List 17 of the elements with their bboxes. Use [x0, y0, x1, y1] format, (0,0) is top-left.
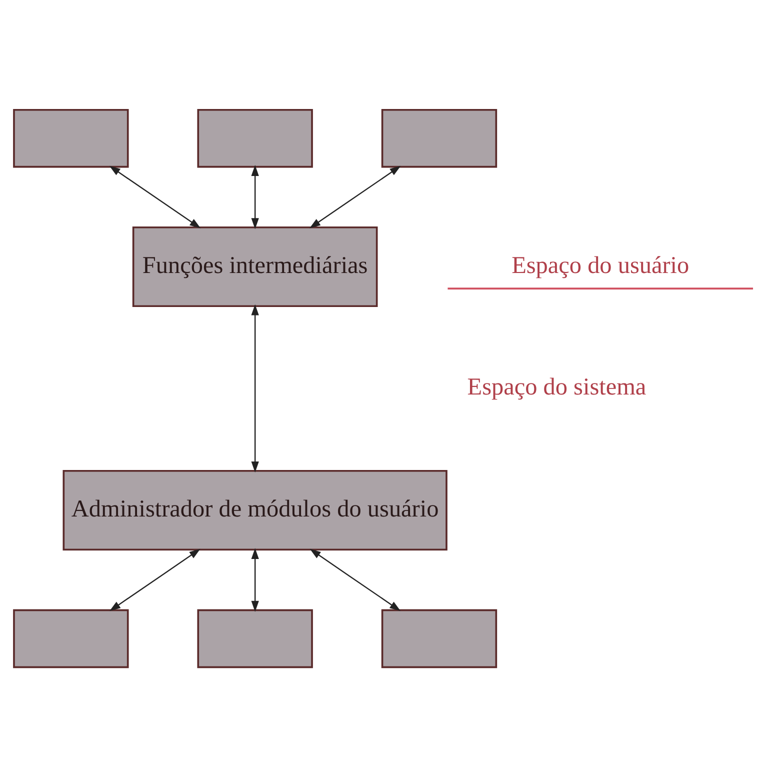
- arrow: [250, 304, 258, 472]
- node-box: [196, 608, 312, 668]
- node-box: [12, 108, 128, 168]
- arrow: [250, 164, 258, 229]
- arrow: [108, 165, 200, 228]
- node-box: Funções intermediárias: [132, 226, 378, 307]
- node-box: [380, 108, 497, 168]
- node-box: [196, 108, 312, 168]
- node-box: [380, 608, 497, 668]
- arrow: [250, 548, 258, 612]
- node-box: [12, 608, 128, 668]
- arrow: [109, 548, 200, 611]
- arrow: [309, 548, 400, 611]
- arrow: [309, 165, 400, 228]
- label: Espaço do usuário: [511, 251, 689, 278]
- node-box: Administrador de módulos do usuário: [62, 469, 447, 550]
- label: Espaço do sistema: [466, 373, 646, 400]
